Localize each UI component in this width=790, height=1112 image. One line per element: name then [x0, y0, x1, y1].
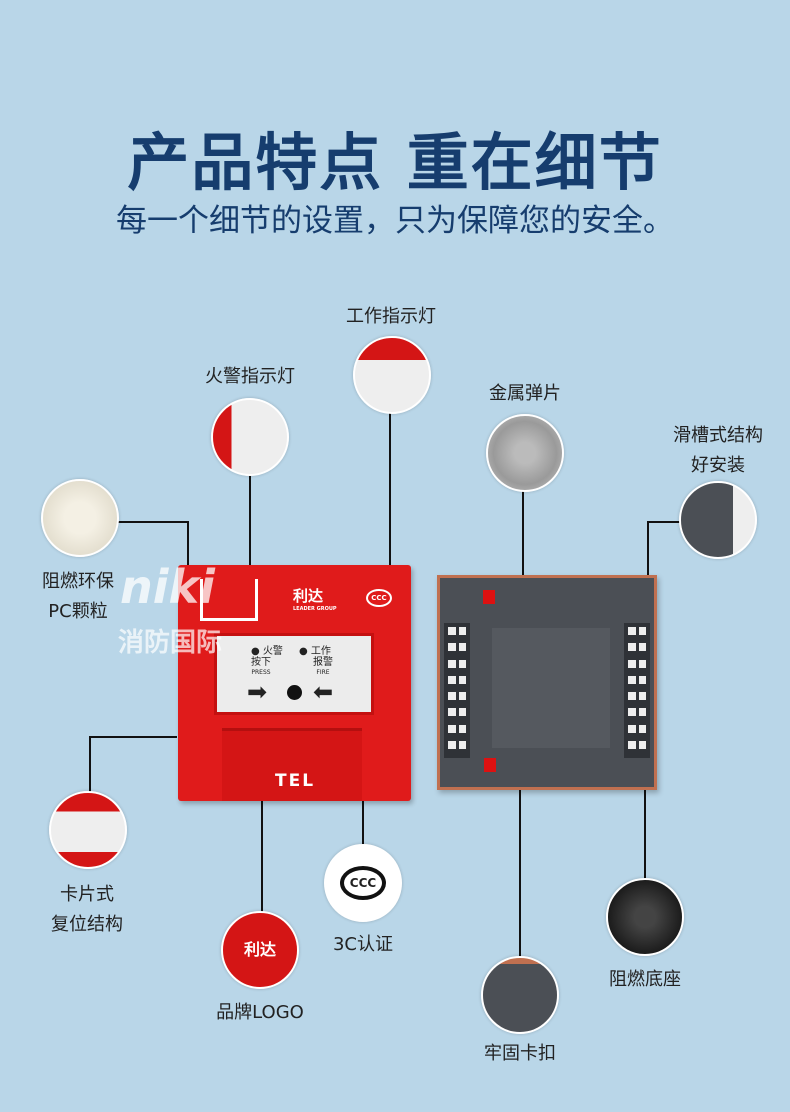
slide-groove-detail-image	[679, 481, 757, 559]
center-dot-icon	[287, 685, 302, 700]
arrow-right-icon: ➡	[247, 678, 268, 706]
callout-reset-card: 卡片式复位结构	[51, 880, 123, 940]
connector-line	[522, 490, 524, 578]
flame-retardant-base-image	[606, 878, 684, 956]
callout-line2: PC颗粒	[48, 601, 108, 622]
callout-line2: 复位结构	[51, 914, 123, 935]
watermark: niki	[120, 560, 215, 614]
fire-lamp-label: 火警	[262, 646, 283, 657]
connector-line	[89, 736, 177, 738]
connector-line	[519, 790, 521, 958]
tel-label: TEL	[275, 771, 316, 791]
ccc-certification-image: CCC	[324, 844, 402, 922]
fire-lamp-detail-image	[211, 398, 289, 476]
brand-english: LEADER GROUP	[293, 606, 337, 612]
brand-logo: 利达 LEADER GROUP	[293, 585, 337, 612]
secure-clip-detail-image	[481, 956, 559, 1034]
label-plate	[492, 628, 610, 748]
callout-line1: 卡片式	[60, 884, 114, 905]
terminal-block-right	[624, 623, 650, 758]
page-title: 产品特点 重在细节	[127, 126, 663, 199]
arrow-left-icon: ⬅	[313, 678, 334, 706]
brand-name: 利达	[293, 587, 324, 605]
connector-line	[249, 474, 251, 574]
callout-slide-groove: 滑槽式结构好安装	[673, 421, 763, 481]
brand-name: 利达	[243, 940, 276, 959]
work-lamp-detail-image	[353, 336, 431, 414]
ccc-logo-icon: CCC	[340, 866, 386, 900]
callout-work-lamp: 工作指示灯	[346, 306, 436, 327]
connector-line	[261, 779, 263, 913]
callout-flame-base: 阻燃底座	[609, 969, 681, 990]
work-lamp-label: 工作	[310, 646, 331, 657]
house-fire-icon	[200, 579, 258, 621]
press-label: 按下	[251, 657, 271, 668]
alarm-label: 报警	[313, 657, 333, 668]
red-clip-top	[483, 590, 495, 604]
connector-line	[118, 521, 189, 523]
callout-ccc: 3C认证	[332, 934, 394, 955]
callout-metal-spring: 金属弹片	[489, 383, 561, 404]
connector-line	[647, 521, 681, 523]
callout-secure-clip: 牢固卡扣	[484, 1043, 556, 1064]
manual-alarm-button-back	[437, 575, 657, 790]
terminal-block-left	[444, 623, 470, 758]
alarm-en-label: FIRE	[316, 669, 330, 676]
callout-line1: 滑槽式结构	[673, 425, 763, 446]
reset-card-detail-image	[49, 791, 127, 869]
pc-pellets-detail-image	[41, 479, 119, 557]
ccc-text: CCC	[371, 594, 387, 602]
page-subtitle: 每一个细节的设置，只为保障您的安全。	[116, 203, 674, 239]
connector-line	[89, 736, 91, 792]
callout-fire-lamp: 火警指示灯	[205, 366, 295, 387]
ccc-text: CCC	[349, 876, 377, 890]
ccc-mark: CCC	[366, 589, 392, 607]
callout-pc-pellets: 阻燃环保 PC颗粒	[42, 567, 114, 627]
connector-line	[389, 412, 391, 567]
watermark-sub: 消防国际	[118, 628, 223, 658]
connector-line	[644, 785, 646, 880]
callout-line1: 阻燃环保	[42, 571, 114, 592]
connector-line	[187, 521, 189, 591]
callout-brand-logo: 品牌LOGO	[216, 1002, 304, 1023]
telephone-cover[interactable]: TEL	[222, 728, 362, 801]
brand-logo-detail-image: 利达	[221, 911, 299, 989]
metal-spring-detail-image	[486, 414, 564, 492]
press-en-label: PRESS	[251, 669, 271, 676]
callout-line2: 好安装	[691, 455, 745, 476]
red-clip-bottom	[484, 758, 496, 772]
